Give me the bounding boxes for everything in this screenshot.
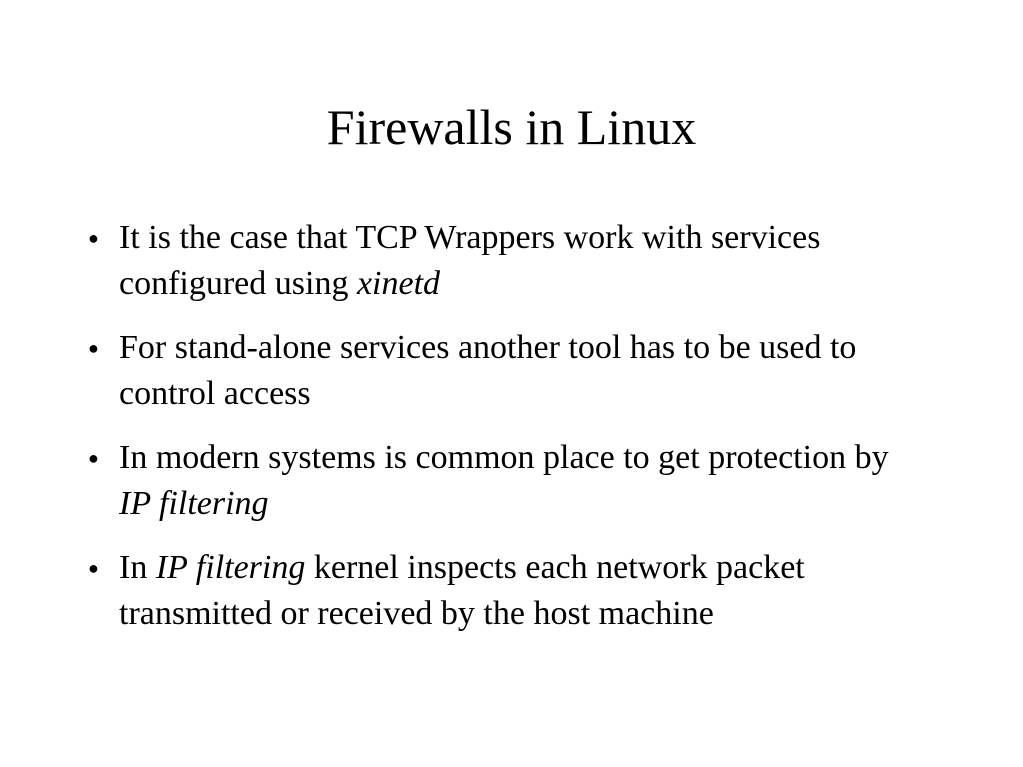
bullet-text-part: It is the case that TCP Wrappers work wi… [119,219,821,302]
bullet-list: ● It is the case that TCP Wrappers work … [88,215,918,655]
bullet-icon: ● [88,448,99,468]
bullet-text: In modern systems is common place to get… [119,439,889,522]
slide-title: Firewalls in Linux [326,99,697,155]
bullet-text-part: In [119,549,156,586]
bullet-text-part: kernel inspects each network packet tran… [119,549,805,632]
bullet-text: For stand-alone services another tool ha… [119,329,856,412]
bullet-text-part: For stand-alone services another tool ha… [119,329,857,412]
bullet-item: ● For stand-alone services another tool … [88,325,918,417]
bullet-icon: ● [88,338,99,358]
bullet-text-part: In modern systems is common place to get… [119,439,889,476]
bullet-emphasis: xinetd [356,265,441,302]
bullet-icon: ● [88,228,99,248]
bullet-icon: ● [88,558,99,578]
bullet-emphasis: IP filtering [155,549,306,586]
bullet-item: ● In IP filtering kernel inspects each n… [88,545,918,637]
bullet-emphasis: IP filtering [119,485,269,522]
bullet-item: ● It is the case that TCP Wrappers work … [88,215,918,307]
bullet-item: ● In modern systems is common place to g… [88,435,918,527]
bullet-text: In IP filtering kernel inspects each net… [119,549,805,632]
bullet-text: It is the case that TCP Wrappers work wi… [119,219,820,302]
